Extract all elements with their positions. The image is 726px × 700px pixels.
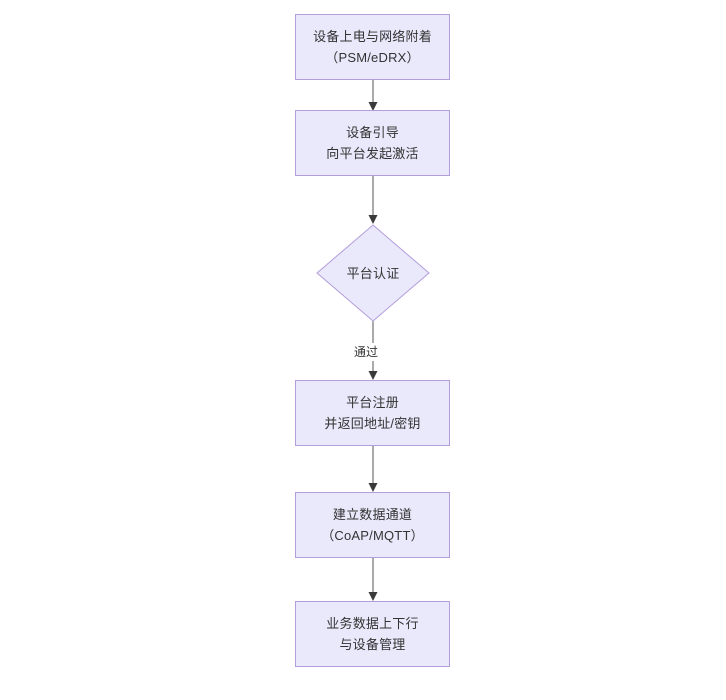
edge-n4-n5	[368, 444, 378, 492]
node-device-bootstrap[interactable]: 设备引导 向平台发起激活	[295, 110, 450, 176]
edge-n1-n2	[368, 78, 378, 111]
node-line: 与设备管理	[339, 637, 406, 652]
edge-label-pass: 通过	[352, 343, 381, 361]
node-line: 平台注册	[346, 395, 399, 410]
node-line: 业务数据上下行	[326, 616, 419, 631]
node-line: 并返回地址/密钥	[324, 416, 421, 431]
node-platform-registration[interactable]: 平台注册 并返回地址/密钥	[295, 380, 450, 446]
node-platform-authentication[interactable]: 平台认证	[316, 224, 430, 322]
edge-n2-n3	[368, 174, 378, 224]
node-line: 建立数据通道	[332, 507, 413, 522]
node-line: 向平台发起激活	[326, 146, 419, 161]
node-business-data-and-device-management[interactable]: 业务数据上下行 与设备管理	[295, 601, 450, 667]
node-line: 设备上电与网络附着	[313, 29, 432, 44]
node-line: （PSM/eDRX）	[325, 50, 420, 65]
node-line: （CoAP/MQTT）	[321, 528, 424, 543]
diamond-shape-icon	[316, 224, 430, 322]
edge-n5-n6	[368, 556, 378, 601]
node-establish-data-channel[interactable]: 建立数据通道 （CoAP/MQTT）	[295, 492, 450, 558]
node-line: 设备引导	[346, 125, 399, 140]
node-device-power-on[interactable]: 设备上电与网络附着 （PSM/eDRX）	[295, 14, 450, 80]
node-line: 平台认证	[346, 265, 400, 281]
